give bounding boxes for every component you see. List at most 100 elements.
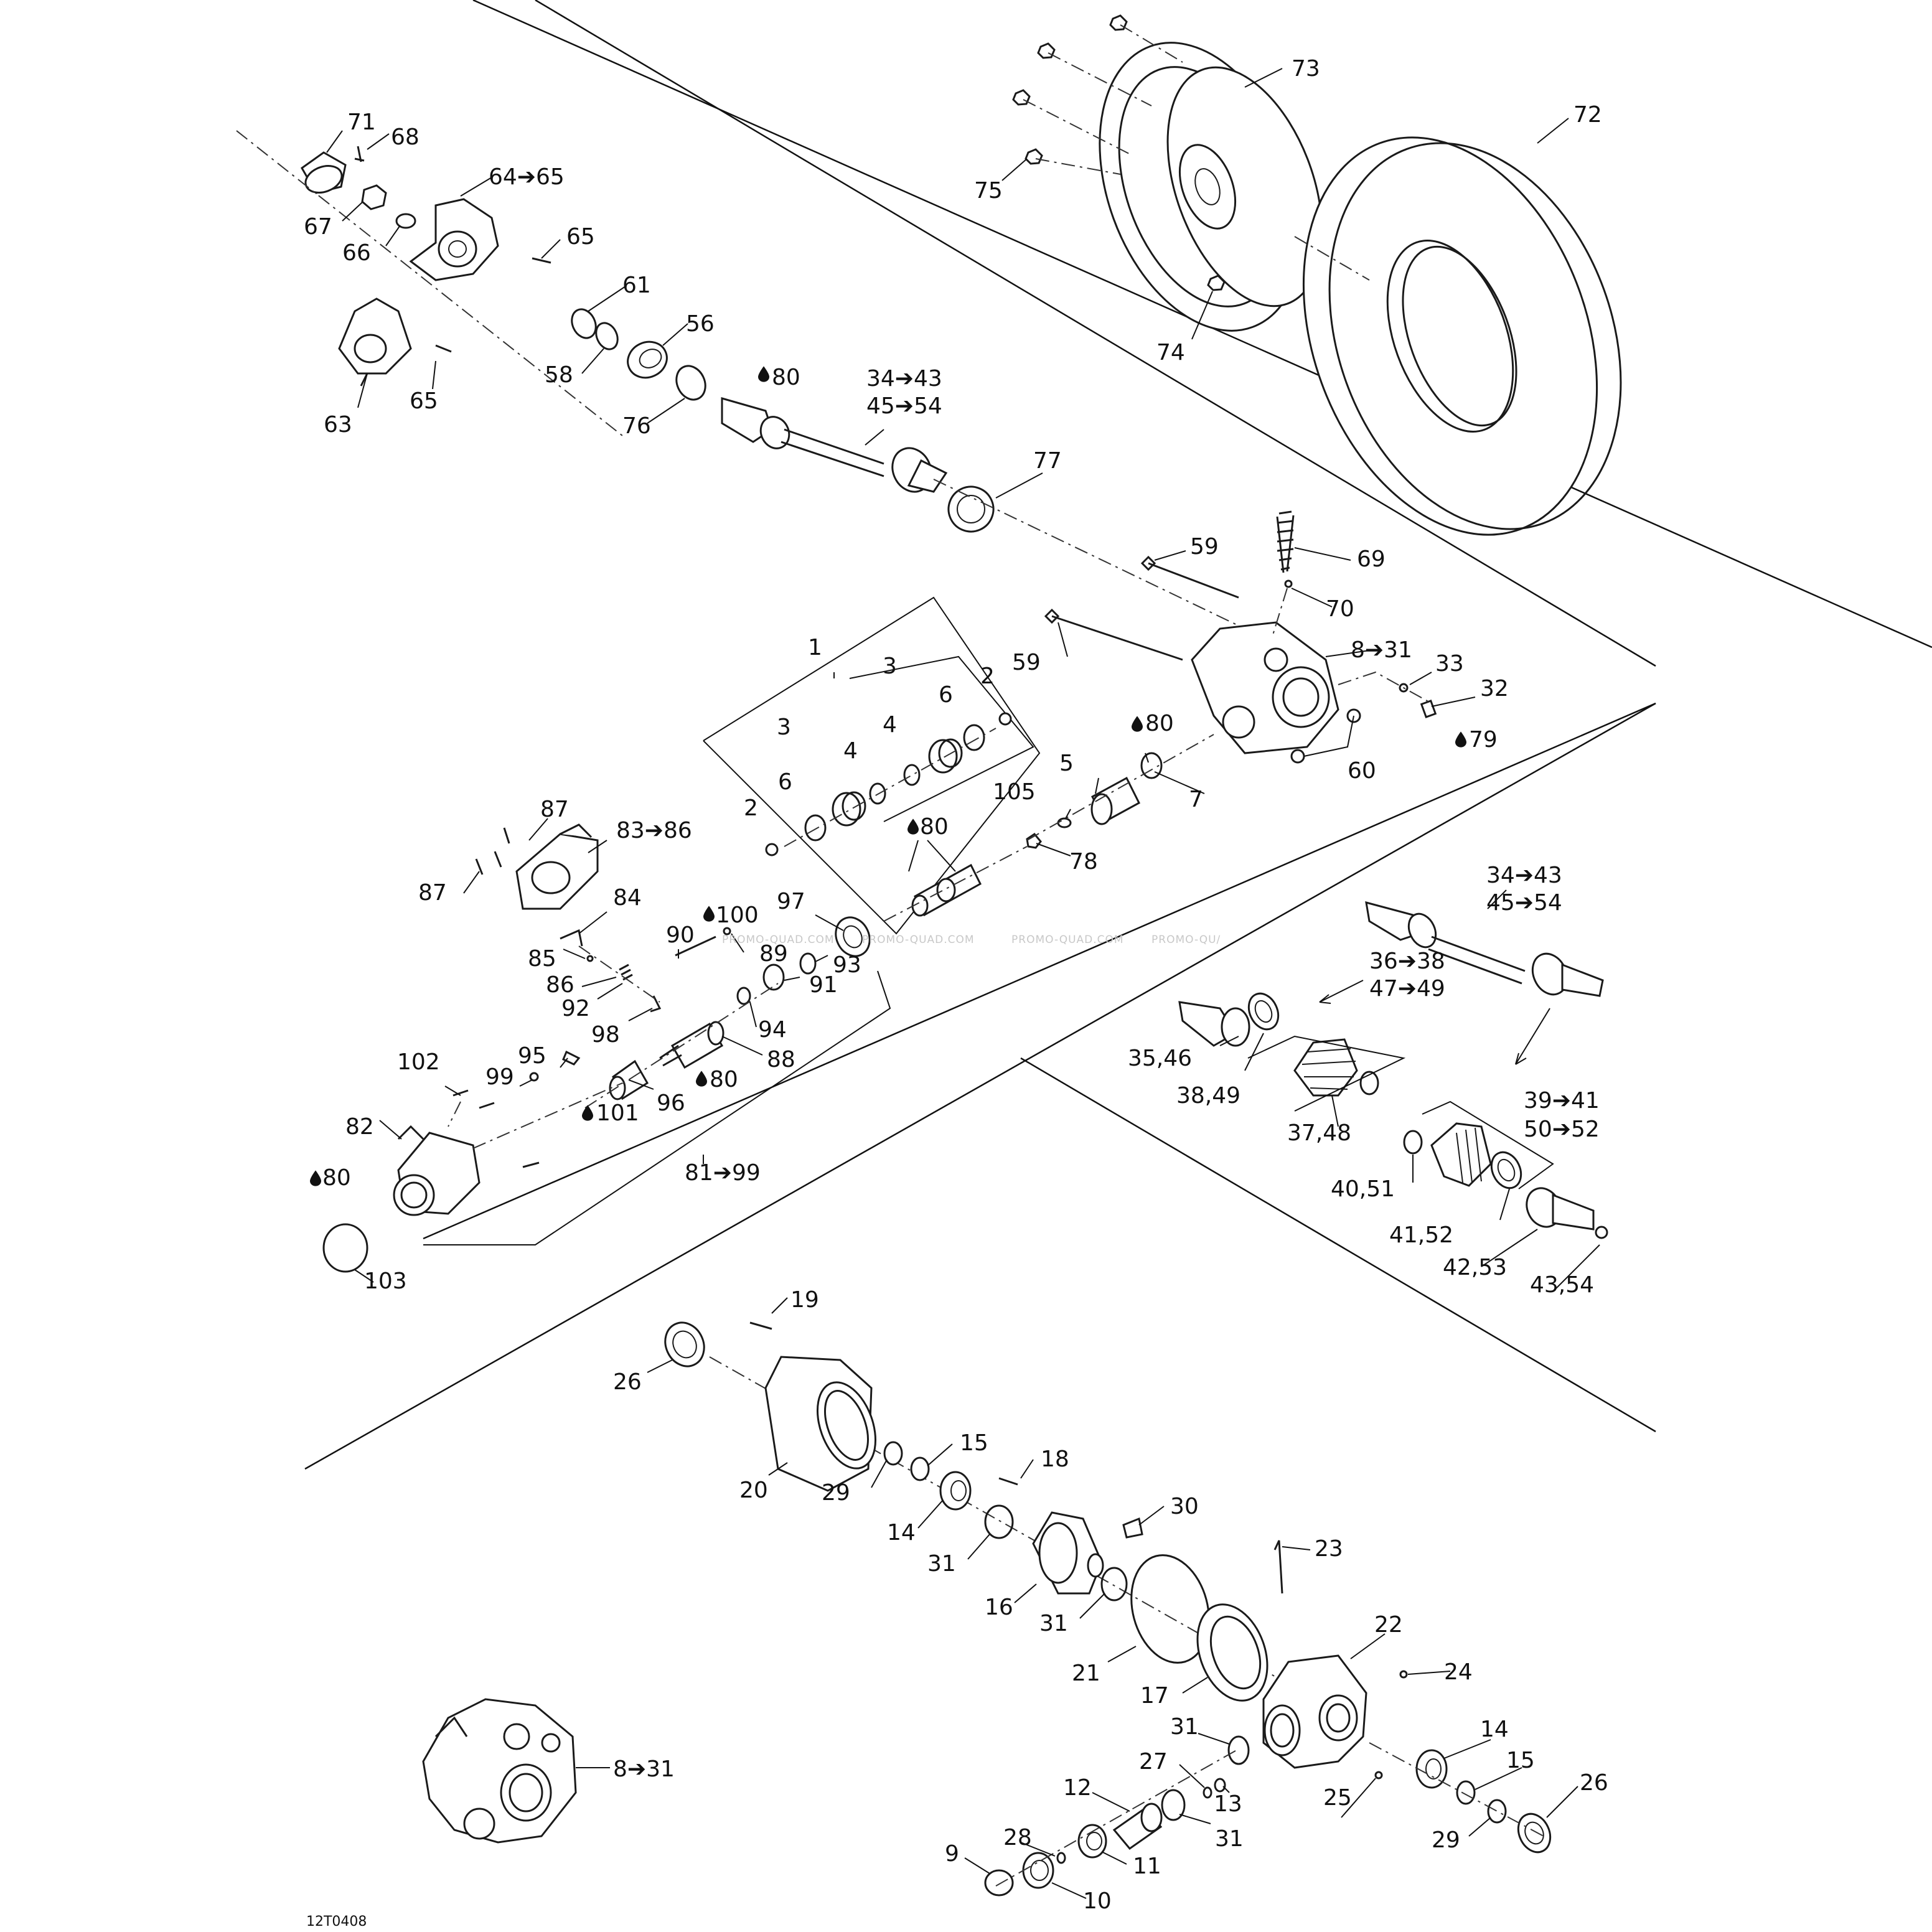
callout-label: 4 — [883, 712, 897, 738]
washer-part — [395, 213, 416, 229]
shim-31a — [984, 1504, 1014, 1539]
callout-label: 6 — [778, 769, 792, 795]
clip-30 — [1122, 1517, 1143, 1539]
watermark: PROMO-QUAD.COM PROMO-QUAD.COM PROMO-QUAD… — [722, 934, 1221, 946]
callout-label: 34➔43 — [1486, 863, 1562, 888]
callout-label: 30 — [1170, 1494, 1199, 1519]
tire-part — [1302, 136, 1622, 536]
o-ring-21 — [1130, 1554, 1210, 1664]
callout-label: 37,48 — [1287, 1120, 1351, 1146]
hub-part — [409, 198, 499, 281]
screw-87a — [503, 827, 510, 844]
oil-drop-icon — [1455, 731, 1466, 748]
callout-label: 84 — [613, 885, 642, 911]
oil-drop-icon — [1132, 716, 1143, 732]
callout-label: 13 — [1214, 1791, 1242, 1817]
shim-31d — [1161, 1789, 1186, 1821]
watermark-text: PROMO-QUAD.COM — [1011, 934, 1124, 946]
callout-label: 2 — [980, 664, 995, 689]
callout-label: 28 — [1003, 1825, 1032, 1850]
wheel-rim-part — [1099, 42, 1323, 332]
callout-label: 56 — [686, 311, 715, 337]
oil-drop-icon — [310, 1170, 321, 1186]
watermark-text: PROMO-QU/ — [1151, 934, 1221, 946]
oil-drop-icon — [703, 906, 715, 922]
seal-part — [571, 308, 597, 339]
hub-cap-part — [301, 151, 347, 194]
callout-label: 29 — [1432, 1827, 1460, 1853]
housing-82 — [393, 1125, 481, 1216]
oil-drop-icon — [696, 1071, 707, 1087]
pin-23 — [1273, 1540, 1283, 1594]
callout-label: 31 — [927, 1551, 956, 1577]
callout-label: 102 — [397, 1049, 440, 1075]
callout-label: 34➔43 — [866, 366, 942, 392]
callout-label: 3 — [777, 715, 791, 740]
callout-label: 7 — [1189, 787, 1203, 812]
callout-label: 72 — [1573, 102, 1602, 128]
callout-label: 76 — [622, 413, 651, 439]
ring-29b — [1487, 1799, 1507, 1824]
o-ring-103 — [322, 1223, 368, 1273]
ring-28 — [1056, 1852, 1066, 1864]
circlip-93 — [799, 952, 817, 975]
bearing-11 — [1077, 1824, 1107, 1859]
wheel-hub-group — [236, 130, 706, 436]
callout-label: 9 — [945, 1841, 959, 1867]
callout-label: 100 — [716, 903, 759, 928]
callout-label: 26 — [613, 1369, 642, 1395]
inner-cv-joint — [1178, 992, 1280, 1047]
callout-label: 12 — [1063, 1775, 1092, 1801]
callout-label: 6 — [939, 682, 953, 708]
diagram-code: 12T0408 — [306, 1914, 367, 1930]
callout-label: 15 — [960, 1430, 988, 1456]
callout-label: 31 — [1039, 1611, 1068, 1636]
callout-label: 36➔38 — [1369, 949, 1445, 974]
seal-17 — [1196, 1603, 1268, 1702]
cotter-pin-part — [354, 146, 365, 162]
washer-13 — [1214, 1778, 1226, 1793]
callout-label: 88 — [767, 1047, 795, 1072]
screw-87b — [475, 858, 484, 875]
bolt-59b — [1051, 615, 1183, 661]
callout-label: 63 — [324, 412, 352, 438]
callout-label: 86 — [546, 972, 574, 998]
ball-89 — [723, 927, 731, 936]
oil-drop-icon — [582, 1105, 593, 1121]
callout-label: 91 — [809, 972, 838, 998]
bearing-part — [627, 340, 668, 379]
arrow-down — [1515, 1008, 1550, 1065]
diff-housing-22 — [1262, 1654, 1367, 1769]
callout-label: 85 — [528, 946, 556, 972]
callout-label: 74 — [1156, 340, 1185, 365]
oil-drop-icon — [907, 818, 919, 835]
callout-label: 80 — [322, 1165, 351, 1191]
drive-shaft-right — [1365, 901, 1604, 997]
callout-label: 58 — [545, 362, 573, 388]
callout-label: 80 — [710, 1067, 738, 1092]
callout-label: 42,53 — [1443, 1255, 1507, 1280]
callout-label: 35,46 — [1128, 1046, 1192, 1071]
screw-102 — [453, 1089, 469, 1097]
seal-9 — [984, 1869, 1014, 1897]
callout-label: 65 — [566, 224, 595, 250]
lever-84 — [560, 929, 583, 947]
plug-32 — [1420, 700, 1437, 718]
callout-label: 78 — [1069, 849, 1098, 875]
callout-label: 80 — [772, 365, 800, 390]
ring-29a — [883, 1441, 903, 1466]
kit-bracket-1 — [703, 596, 1041, 935]
callout-label: 8➔31 — [613, 1756, 675, 1782]
callout-label: 31 — [1215, 1826, 1244, 1852]
callout-label: 83➔86 — [616, 818, 692, 843]
callout-label: 73 — [1292, 56, 1320, 82]
callout-label: 98 — [591, 1022, 620, 1048]
fork-98 — [650, 995, 662, 1013]
callout-label: 16 — [985, 1595, 1013, 1620]
callout-label: 40,51 — [1331, 1176, 1395, 1202]
callout-label: 2 — [744, 795, 758, 821]
bearing-91 — [762, 964, 785, 991]
callout-label: 94 — [758, 1017, 787, 1043]
screw-18 — [998, 1477, 1018, 1486]
